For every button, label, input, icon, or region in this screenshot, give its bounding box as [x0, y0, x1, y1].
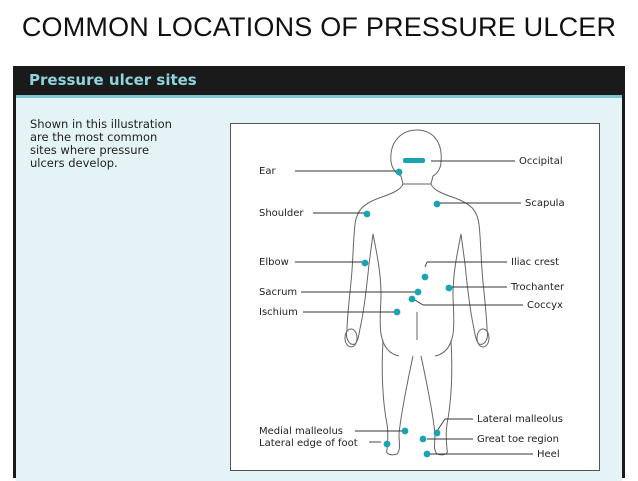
medial-malleolus-marker [401, 427, 409, 435]
label-iliac-crest: Iliac crest [511, 257, 559, 268]
intro-line: ulcers develop. [30, 156, 118, 170]
pressure-points [361, 158, 453, 458]
leader-coccyx [414, 299, 424, 306]
label-trochanter: Trochanter [510, 282, 565, 293]
label-ischium: Ischium [259, 307, 298, 318]
coccyx-marker [408, 295, 416, 303]
label-scapula: Scapula [525, 198, 565, 209]
label-shoulder: Shoulder [259, 208, 304, 219]
elbow-marker [361, 259, 369, 267]
shoulder-marker [363, 210, 371, 218]
great-toe-marker [419, 435, 427, 443]
iliac-crest-marker [421, 273, 429, 281]
intro-line: sites where pressure [30, 143, 150, 157]
label-lateral-edge-of-foot: Lateral edge of foot [259, 438, 358, 449]
panel-header-title: Pressure ulcer sites [29, 71, 197, 89]
heel-marker [423, 450, 431, 458]
label-ear: Ear [259, 166, 276, 177]
ear-marker [395, 168, 403, 176]
label-sacrum: Sacrum [259, 287, 297, 298]
left-hand-outline [344, 328, 358, 348]
ischium-marker [393, 308, 401, 316]
panel-header: Pressure ulcer sites [13, 66, 625, 95]
label-heel: Heel [537, 449, 560, 460]
label-great-toe-region: Great toe region [477, 434, 559, 445]
label-occipital: Occipital [519, 156, 563, 167]
body-outline [344, 129, 490, 456]
torso-outline-right [430, 183, 488, 331]
leader-lateral-malleolus [436, 418, 446, 432]
right-hand-outline [476, 328, 490, 348]
label-medial-malleolus: Medial malleolus [259, 426, 343, 437]
head-outline [390, 129, 442, 185]
body-diagram: Ear Shoulder Elbow Sacrum Ischium Medial… [259, 129, 565, 460]
intro-text: Shown in this illustration are the most … [30, 118, 205, 170]
left-arm-outline [346, 233, 374, 345]
panel-body: Shown in this illustration are the most … [16, 95, 622, 481]
figure-box: Ear Shoulder Elbow Sacrum Ischium Medial… [230, 123, 600, 471]
occipital-marker [403, 158, 425, 163]
label-elbow: Elbow [259, 257, 289, 268]
right-side-outline [434, 233, 462, 357]
trochanter-marker [445, 284, 453, 292]
lateral-edge-foot-marker [383, 440, 391, 448]
slide-title: COMMON LOCATIONS OF PRESSURE ULCER [21, 12, 617, 42]
info-panel: Pressure ulcer sites Shown in this illus… [13, 66, 625, 481]
torso-outline [346, 183, 404, 331]
intro-line: are the most common [30, 130, 158, 144]
scapula-marker [433, 200, 441, 208]
label-coccyx: Coccyx [527, 300, 563, 311]
intro-line: Shown in this illustration [30, 117, 172, 131]
left-leg-outline [381, 339, 414, 456]
lateral-malleolus-marker [433, 429, 441, 437]
leader-iliac-crest [424, 261, 428, 268]
left-side-outline [372, 233, 400, 357]
right-arm-outline [460, 233, 488, 345]
label-lateral-malleolus: Lateral malleolus [477, 414, 563, 425]
sacrum-marker [414, 288, 422, 296]
leader-lines [295, 160, 533, 455]
